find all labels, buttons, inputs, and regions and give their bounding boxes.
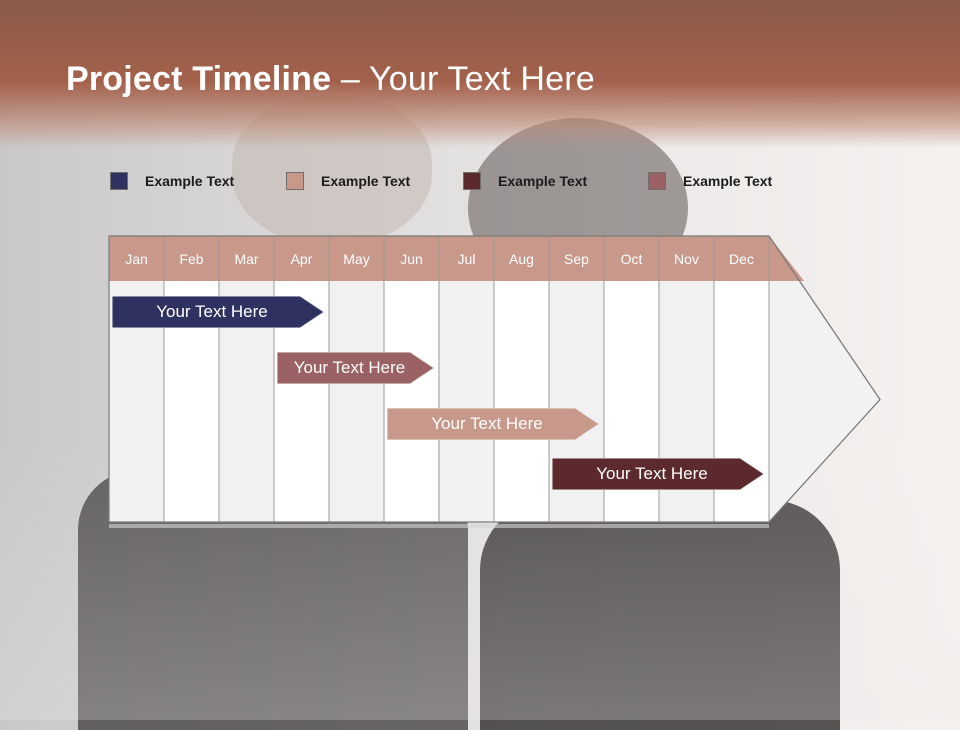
task-arrow-1-label: Your Text Here [156, 302, 268, 321]
task-arrow-1-shape [112, 296, 324, 328]
header-band [0, 0, 960, 148]
month-label-jun: Jun [400, 251, 423, 267]
month-label-feb: Feb [179, 251, 203, 267]
month-band [109, 236, 805, 281]
legend-item-4: Example Text [648, 170, 772, 192]
task-arrow-2-label: Your Text Here [293, 358, 406, 377]
month-label-dec: Dec [729, 251, 754, 267]
task-arrow-3-label: Your Text Here [431, 414, 543, 433]
background-person-right-body [480, 500, 840, 730]
task-arrow-1[interactable]: Your Text Here [112, 296, 324, 328]
month-label-apr: Apr [291, 251, 313, 267]
legend-item-2: Example Text [286, 170, 410, 192]
task-arrow-3-shape [387, 408, 599, 440]
legend-item-1: Example Text [110, 170, 234, 192]
month-label-jul: Jul [458, 251, 476, 267]
legend-label-1: Example Text [145, 173, 235, 189]
month-label-sep: Sep [564, 251, 589, 267]
legend-item-3: Example Text [463, 170, 587, 192]
timeline-reflection [109, 524, 769, 528]
month-column-5 [329, 281, 384, 522]
task-arrow-2-shape [277, 352, 434, 384]
month-column-6 [384, 281, 439, 522]
slide-title: Project Timeline – Your Text Here [66, 60, 595, 99]
month-column-7 [439, 281, 494, 522]
month-label-mar: Mar [234, 251, 258, 267]
legend-label-4: Example Text [683, 173, 773, 189]
task-arrow-2[interactable]: Your Text Here [277, 352, 434, 384]
legend-swatch-4 [648, 172, 666, 190]
month-column-8 [494, 281, 549, 522]
legend-swatch-2 [286, 172, 304, 190]
task-arrow-4[interactable]: Your Text Here [552, 458, 764, 490]
month-label-may: May [343, 251, 369, 267]
task-arrow-3[interactable]: Your Text Here [387, 408, 599, 440]
month-label-aug: Aug [509, 251, 534, 267]
task-arrow-4-shape [552, 458, 764, 490]
month-label-nov: Nov [674, 251, 699, 267]
month-label-oct: Oct [621, 251, 643, 267]
task-arrow-4-label: Your Text Here [596, 464, 708, 483]
legend-swatch-1 [110, 172, 128, 190]
slide-title-bold: Project Timeline [66, 60, 332, 98]
legend-swatch-3 [463, 172, 481, 190]
legend-label-2: Example Text [321, 173, 411, 189]
timeline-outline [108, 235, 881, 523]
legend-label-3: Example Text [498, 173, 588, 189]
slide-title-rest: – Your Text Here [331, 60, 595, 98]
month-label-jan: Jan [125, 251, 148, 267]
